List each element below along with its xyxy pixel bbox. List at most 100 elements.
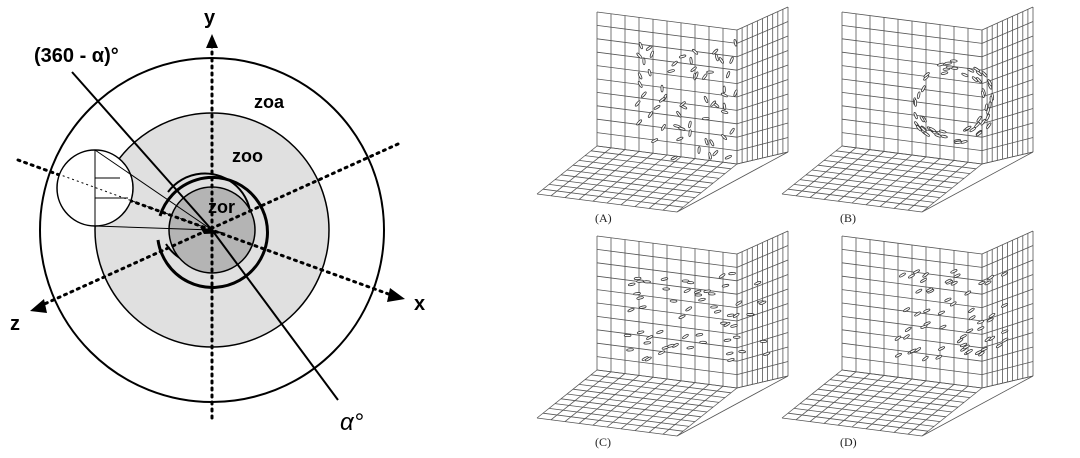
fish-marker (1001, 271, 1008, 277)
floor-line-b (648, 160, 710, 209)
fish-marker (642, 57, 646, 66)
back-wall-hline (596, 132, 738, 151)
fish-marker (966, 328, 974, 333)
fish-marker (678, 314, 686, 319)
fish-marker (987, 274, 994, 281)
fish-marker (644, 356, 652, 362)
fish-marker (724, 155, 732, 160)
fish-marker (959, 334, 967, 339)
floor-front-edge (676, 151, 789, 213)
fish-marker (1001, 303, 1008, 308)
fish-marker (937, 310, 945, 315)
floor-line-b (550, 371, 612, 421)
fish-marker (670, 155, 678, 161)
y-axis-label: y (204, 7, 216, 29)
right-wall-hline (981, 332, 1034, 349)
back-wall-hline (596, 342, 738, 362)
back-wall-hline (596, 302, 738, 322)
fish-marker (730, 324, 738, 328)
fish-marker (923, 131, 930, 137)
right-wall-hline (981, 79, 1034, 98)
focal-individual-pointer (200, 227, 226, 234)
floor-line-b (606, 378, 668, 428)
back-wall-hline (596, 316, 738, 335)
fish-marker (681, 279, 690, 283)
fish-marker (977, 319, 985, 325)
fish-marker (944, 297, 952, 302)
x-axis-arrowhead (387, 288, 405, 302)
fish-marker (649, 50, 654, 58)
fish-marker (637, 81, 643, 88)
fish-marker (976, 115, 982, 123)
fish-marker (667, 69, 675, 73)
floor-line-b (781, 369, 843, 419)
fish-marker (964, 125, 972, 131)
fish-marker (723, 338, 732, 342)
fish-marker (967, 68, 975, 73)
fish-marker (894, 353, 902, 358)
floor-line-b (550, 147, 612, 197)
panel-c: (C) (536, 230, 789, 449)
fish-marker (988, 313, 996, 318)
fish-marker (708, 152, 712, 160)
fish-marker (922, 355, 929, 362)
fish-marker (732, 312, 740, 318)
fish-marker (703, 95, 709, 103)
fish-marker (950, 280, 958, 286)
fish-marker (633, 292, 641, 296)
fish-marker (981, 71, 988, 78)
magnifier-ray-bottom (94, 225, 213, 231)
fish-marker (929, 127, 936, 133)
floor-line-b (592, 376, 654, 426)
fish-marker (667, 343, 675, 348)
fish-marker (954, 140, 962, 144)
fish-marker (968, 315, 976, 321)
back-wall-hline (841, 105, 983, 125)
fish-marker (995, 343, 1003, 349)
fish-marker (729, 127, 735, 135)
right-wall-hline (736, 317, 789, 335)
fish-marker (718, 57, 724, 64)
back-wall-hline (841, 132, 983, 151)
fish-marker (986, 317, 994, 323)
panel-b: (B) (781, 6, 1034, 225)
floor-line-b (837, 376, 899, 426)
fish-marker (671, 343, 679, 348)
fish-marker (688, 129, 692, 137)
fish-marker (923, 72, 930, 78)
fish-marker (726, 313, 735, 317)
fish-marker (726, 351, 734, 356)
fish-marker (728, 271, 736, 276)
fish-marker (1001, 329, 1009, 334)
fish-marker (944, 278, 952, 284)
fish-marker (914, 99, 918, 107)
fish-marker (722, 85, 726, 94)
floor-line-b (879, 382, 941, 431)
fish-marker (959, 342, 968, 348)
perception-arc-ring (156, 175, 269, 289)
floor-line-b (592, 152, 654, 202)
right-wall-hline (736, 122, 789, 138)
fish-marker (950, 269, 958, 274)
back-wall-hline (596, 92, 738, 111)
fish-marker (647, 111, 653, 118)
fish-marker (945, 65, 954, 69)
fish-marker (721, 283, 730, 288)
fish-marker (659, 97, 666, 103)
fish-marker (913, 112, 918, 120)
fish-marker (923, 321, 931, 326)
right-wall-hline (736, 108, 789, 125)
fish-marker (658, 350, 666, 355)
fish-marker (968, 307, 975, 313)
fish-marker (913, 269, 920, 274)
fish-marker (922, 272, 929, 278)
fish-marker (694, 289, 702, 294)
fish-marker (647, 68, 652, 77)
floor-line-b (865, 380, 927, 430)
fish-marker (660, 277, 669, 281)
fish-marker (914, 311, 921, 317)
panel-label-b: (B) (840, 211, 856, 225)
fish-marker (690, 66, 697, 73)
back-wall-hline (596, 78, 738, 98)
